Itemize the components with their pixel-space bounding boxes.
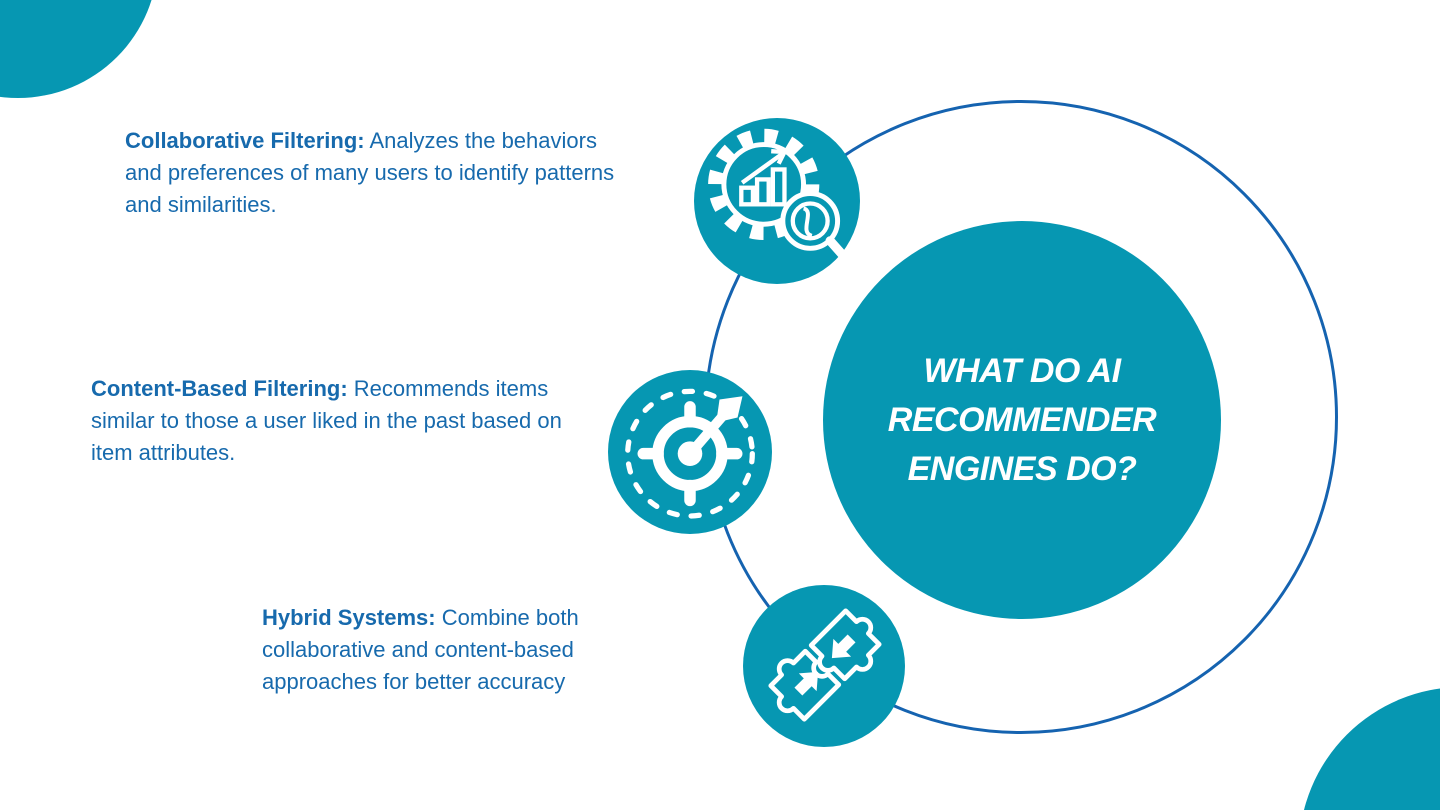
corner-circle-bottom-right: [1299, 687, 1440, 810]
item-text-hybrid-systems: Combine both collaborative and content-b…: [262, 605, 579, 694]
text-block-content-based-filtering: Content-Based Filtering: Recommends item…: [91, 373, 571, 469]
slide-title: WHAT DO AI RECOMMENDER ENGINES DO?: [887, 351, 1157, 488]
puzzle-pieces-icon: [768, 608, 882, 722]
title-circle: WHAT DO AI RECOMMENDER ENGINES DO?: [823, 221, 1221, 619]
item-text-collaborative-filtering: Analyzes the behaviors and preferences o…: [125, 128, 615, 217]
gear-analytics-magnifier-icon: [708, 128, 848, 261]
item-text-content-based-filtering: Recommends items similar to those a user…: [91, 376, 562, 465]
item-label-content-based-filtering: Content-Based Filtering:: [91, 376, 348, 401]
text-block-collaborative-filtering: Collaborative Filtering: Analyzes the be…: [125, 125, 625, 221]
icon-bubble-collaborative-filtering: [694, 118, 860, 284]
item-label-hybrid-systems: Hybrid Systems:: [262, 605, 436, 630]
corner-circle-top-left: [0, 0, 158, 98]
target-dart-icon: [625, 388, 755, 519]
icon-bubble-hybrid-systems: [743, 585, 905, 747]
item-label-collaborative-filtering: Collaborative Filtering:: [125, 128, 365, 153]
icon-bubble-content-based-filtering: [608, 370, 772, 534]
text-block-hybrid-systems: Hybrid Systems: Combine both collaborati…: [262, 602, 654, 698]
